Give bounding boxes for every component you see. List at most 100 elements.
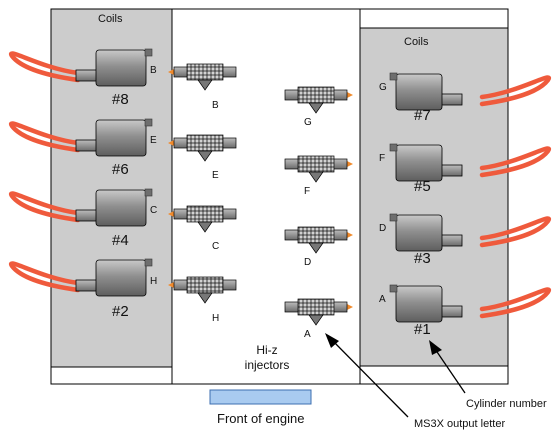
injector-body	[297, 155, 335, 173]
injector-body	[186, 276, 224, 294]
right-coils-title: Coils	[404, 36, 429, 48]
output-letter-annotation: MS3X output letter	[414, 418, 506, 430]
injector-nozzle	[308, 171, 324, 183]
coil-boot	[75, 209, 99, 222]
injectors-caption: Hi-z injectors	[236, 343, 298, 373]
injector-nozzle	[308, 242, 324, 254]
injector-nozzle	[308, 102, 324, 114]
fuel-injector	[168, 134, 237, 162]
spark-plug-wire	[479, 287, 552, 319]
coil-output-letter: H	[150, 276, 158, 287]
coil-body	[395, 73, 443, 111]
coil-body	[95, 49, 147, 87]
injector-body	[297, 86, 335, 104]
ignition-coil	[8, 188, 153, 227]
coil-boot	[75, 139, 99, 152]
coil-connector	[389, 143, 398, 152]
injector-output-letter: C	[212, 241, 220, 252]
output-letter-arrow	[325, 333, 409, 418]
coil-output-letter: D	[379, 223, 387, 234]
ignition-coil	[389, 72, 552, 111]
injector-output-letter: D	[304, 257, 312, 268]
coil-connector	[389, 284, 398, 293]
coil-connector	[144, 258, 153, 267]
coil-output-letter: F	[379, 153, 386, 164]
coil-group	[8, 48, 552, 323]
injector-output-letter: E	[212, 170, 219, 181]
coil-number-label: #2	[112, 303, 129, 320]
coil-output-letter: A	[379, 294, 386, 305]
spark-plug-wire	[8, 191, 81, 223]
injector-body	[186, 134, 224, 152]
ignition-coil	[8, 118, 153, 157]
coil-number-label: #6	[112, 161, 129, 178]
injector-body	[186, 63, 224, 81]
coil-boot	[439, 93, 463, 106]
fuel-spray	[168, 140, 174, 146]
fuel-spray	[168, 211, 174, 217]
fuel-injector	[284, 226, 353, 254]
ignition-coil	[389, 213, 552, 252]
injector-output-letter: G	[304, 117, 312, 128]
fuel-injector	[284, 298, 353, 326]
injector-body	[297, 298, 335, 316]
injector-nozzle	[308, 314, 324, 326]
coil-body	[95, 119, 147, 157]
fuel-spray	[347, 161, 353, 167]
spark-plug-wire	[479, 75, 552, 107]
coil-body	[395, 285, 443, 323]
fuel-spray	[347, 232, 353, 238]
spark-plug-wire	[8, 121, 81, 153]
coil-number-label: #3	[414, 250, 431, 267]
coil-number-label: #7	[414, 107, 431, 124]
injectors-caption-line2: injectors	[244, 358, 290, 372]
fuel-injector	[168, 276, 237, 304]
coil-body	[95, 189, 147, 227]
front-of-engine-bar	[209, 389, 312, 405]
coil-output-letter: G	[379, 82, 387, 93]
injector-nozzle	[197, 221, 213, 233]
injector-nozzle	[197, 292, 213, 304]
coil-connector	[144, 48, 153, 57]
coil-number-label: #5	[414, 178, 431, 195]
injector-group	[168, 63, 353, 326]
ignition-coil	[389, 284, 552, 323]
coil-connector	[144, 118, 153, 127]
fuel-injector	[284, 155, 353, 183]
coil-body	[395, 214, 443, 252]
coil-number-label: #4	[112, 232, 129, 249]
injector-output-letter: B	[212, 100, 219, 111]
coil-body	[395, 144, 443, 182]
ignition-coil	[8, 258, 153, 297]
spark-plug-wire	[479, 146, 552, 178]
fuel-injector	[168, 63, 237, 91]
coil-boot	[439, 234, 463, 247]
coil-body	[95, 259, 147, 297]
front-of-engine-label: Front of engine	[217, 411, 305, 426]
injector-nozzle	[197, 79, 213, 91]
coil-connector	[144, 188, 153, 197]
coil-boot	[75, 279, 99, 292]
coil-number-label: #1	[414, 321, 431, 338]
coil-connector	[389, 213, 398, 222]
injector-output-letter: F	[304, 186, 311, 197]
coil-number-label: #8	[112, 91, 129, 108]
coil-output-letter: B	[150, 65, 157, 76]
left-coils-title: Coils	[98, 13, 123, 25]
injectors-caption-line1: Hi-z	[256, 343, 278, 357]
fuel-injector	[284, 86, 353, 114]
fuel-injector	[168, 205, 237, 233]
injector-nozzle	[197, 150, 213, 162]
ignition-coil	[389, 143, 552, 182]
cylinder-number-arrow	[429, 340, 466, 394]
coil-output-letter: C	[150, 205, 158, 216]
coil-output-letter: E	[150, 135, 157, 146]
spark-plug-wire	[479, 216, 552, 248]
coil-boot	[439, 305, 463, 318]
fuel-spray	[168, 69, 174, 75]
injector-body	[297, 226, 335, 244]
fuel-spray	[168, 282, 174, 288]
coil-connector	[389, 72, 398, 81]
